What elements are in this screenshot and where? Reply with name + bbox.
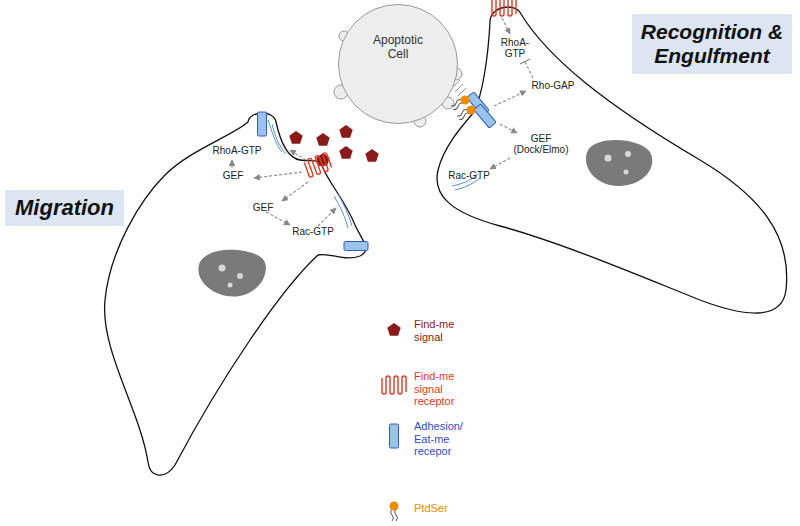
legend-symbol — [387, 323, 400, 336]
signal-label: GEF (Dock/Elmo) — [505, 133, 577, 155]
legend-symbol — [390, 502, 399, 522]
legend-text: Adhesion/ Eat-me recepor — [414, 420, 474, 458]
legend-text: PtdSer — [414, 502, 474, 515]
legend-text: Find-me signal — [414, 318, 476, 343]
engulfing-cell — [437, 7, 787, 313]
signal-label: GEF — [218, 170, 248, 181]
nucleus — [198, 250, 266, 297]
recognition-box: Recognition & Engulfment — [632, 14, 792, 74]
nucleus — [586, 140, 652, 186]
signal-label: RhoA- GTP — [500, 37, 530, 59]
signal-label: RhoA-GTP — [210, 145, 264, 156]
signal-label: GEF — [248, 202, 278, 213]
signal-label: Rac-GTP — [288, 226, 338, 237]
legend-symbol — [382, 376, 406, 394]
migrating-cell — [105, 113, 366, 475]
node-text: Recognition & Engulfment — [638, 20, 786, 68]
legend-text: Find-me signal receptor — [414, 370, 476, 408]
node-text: Migration — [15, 195, 114, 221]
node-text: Apoptotic Cell — [361, 33, 435, 62]
apoptotic-cell: Apoptotic Cell — [338, 4, 458, 124]
legend-symbol — [390, 424, 399, 448]
receptors — [258, 0, 517, 251]
inhibition-bar — [520, 59, 530, 64]
signal-label: Rac-GTP — [444, 170, 494, 181]
find-me-signals — [289, 125, 378, 166]
migration-box: Migration — [5, 190, 124, 226]
signal-label: Rho-GAP — [528, 80, 578, 91]
